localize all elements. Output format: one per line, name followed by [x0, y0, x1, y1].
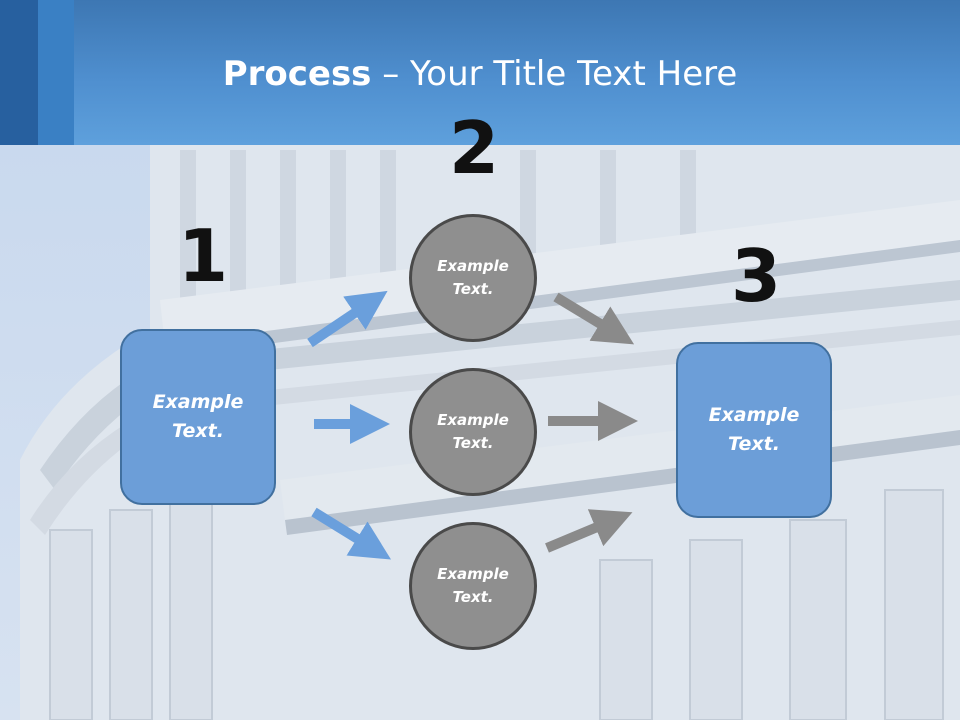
box-step-1-text: Example Text.: [152, 391, 244, 442]
step-number-2: 2: [449, 106, 500, 190]
box-step-3: Example Text.: [676, 342, 832, 518]
step-number-3: 3: [731, 234, 782, 318]
header-stripe-dark: [0, 0, 38, 145]
step-number-1: 1: [178, 214, 229, 298]
circle-top-text: Example Text.: [437, 257, 509, 298]
arrow-box1-to-top: [307, 290, 388, 348]
slide-title: Process – Your Title Text Here: [0, 52, 960, 96]
circle-middle: Example Text.: [409, 368, 537, 496]
circle-top: Example Text.: [409, 214, 537, 342]
circle-middle-text: Example Text.: [437, 411, 509, 452]
box-step-1: Example Text.: [120, 329, 276, 505]
circle-bottom-text: Example Text.: [437, 565, 509, 606]
arrow-box1-to-bottom: [311, 507, 392, 560]
arrow-top-to-box3: [553, 292, 635, 345]
circle-bottom: Example Text.: [409, 522, 537, 650]
header-stripe-mid: [38, 0, 74, 145]
title-rest: – Your Title Text Here: [371, 54, 738, 94]
title-bold: Process: [222, 54, 372, 94]
arrow-bottom-to-box3: [545, 509, 633, 553]
header-band: Process – Your Title Text Here: [0, 0, 960, 145]
box-step-3-text: Example Text.: [708, 404, 800, 455]
